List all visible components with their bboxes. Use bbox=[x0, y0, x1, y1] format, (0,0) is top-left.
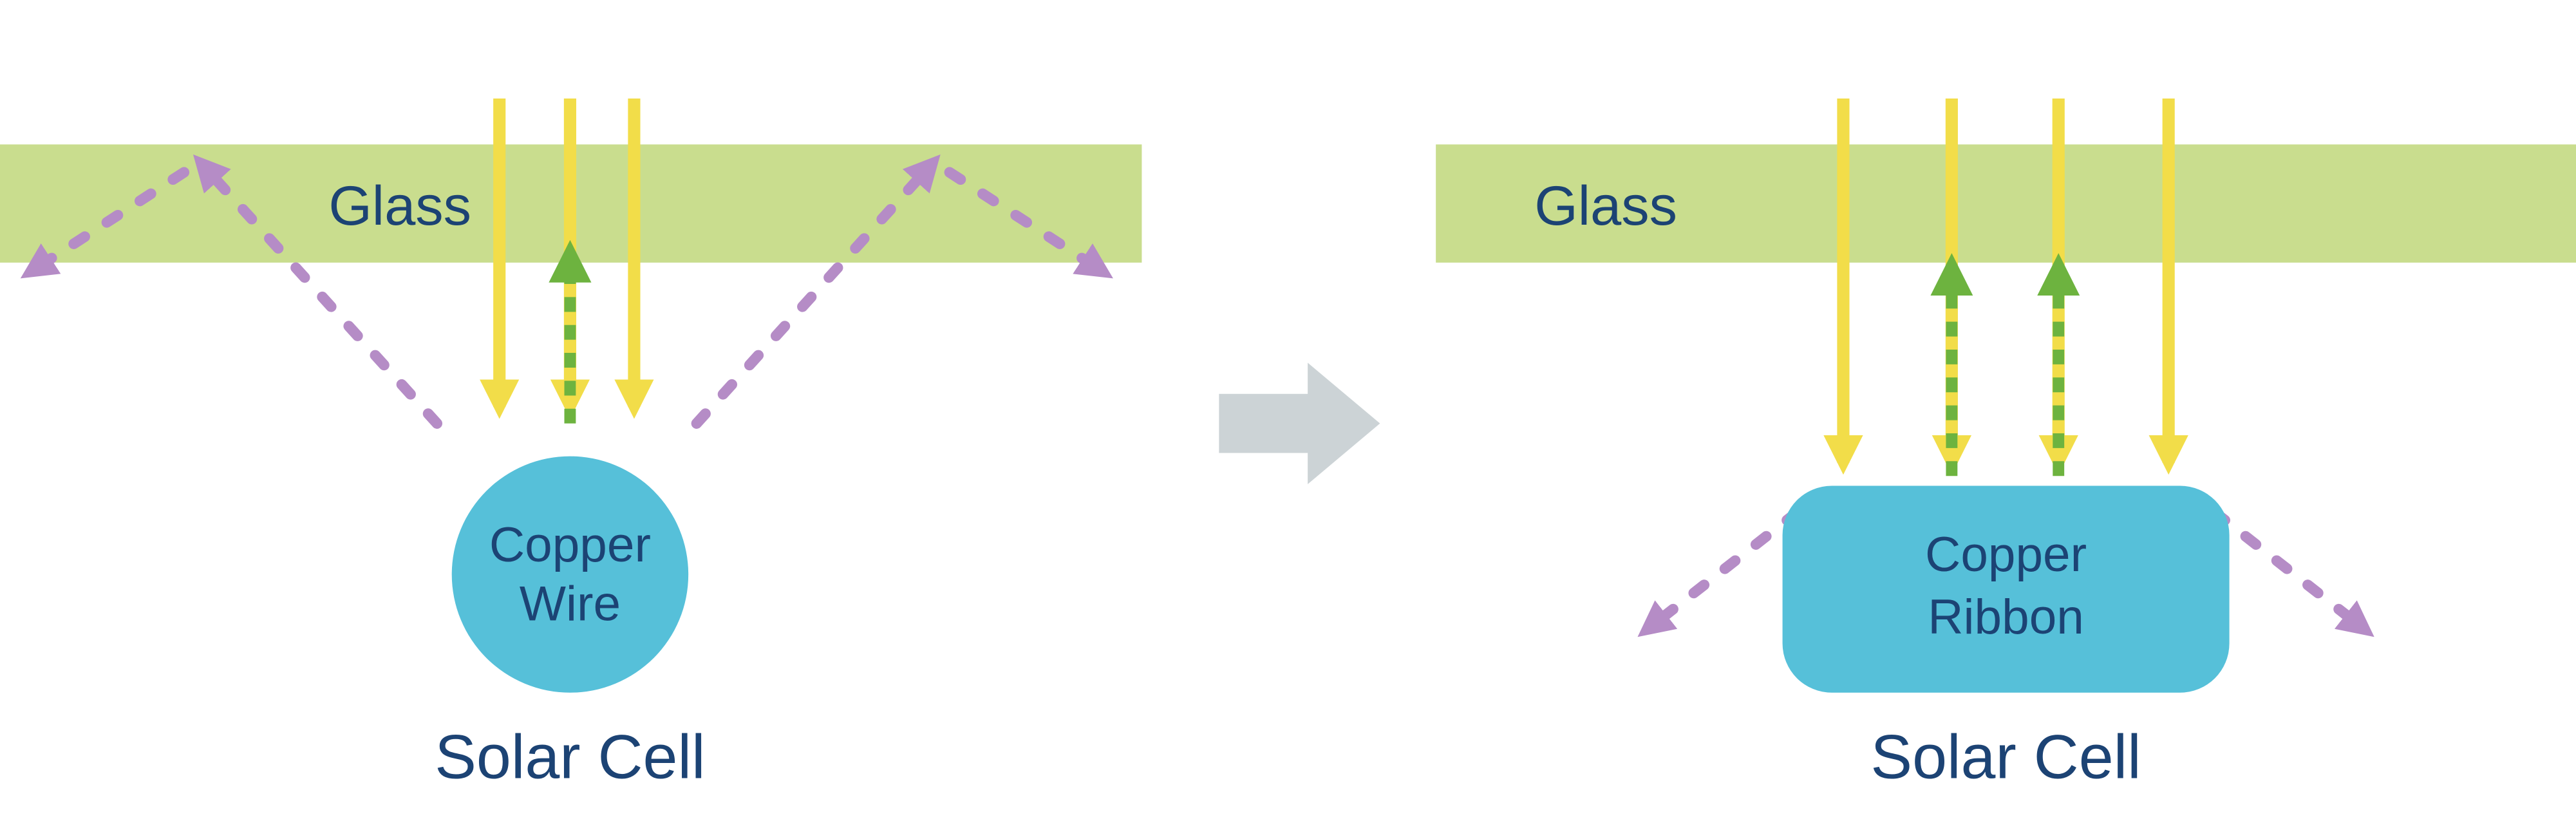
scattered-ray-down-right-icon bbox=[2209, 507, 2374, 637]
glass-label: Glass bbox=[328, 175, 471, 237]
glass-label: Glass bbox=[1534, 175, 1677, 237]
scattered-ray-down-left-icon bbox=[1637, 507, 1803, 637]
right-panel: Glass Copper Ribbon Solar Cell bbox=[1436, 98, 2576, 791]
left-panel: Glass Copper Wire Solar Cell bbox=[0, 98, 1142, 791]
copper-ribbon bbox=[1782, 485, 2230, 693]
scattered-ray-escape-left-icon bbox=[20, 167, 190, 279]
copper-ribbon-label-line1: Copper bbox=[1925, 527, 2087, 582]
transition-arrow-icon bbox=[1219, 362, 1380, 484]
copper-wire bbox=[451, 456, 689, 693]
glass-layer bbox=[1436, 144, 2576, 263]
scattered-ray-escape-right-icon bbox=[944, 167, 1113, 279]
copper-wire-label-line1: Copper bbox=[489, 518, 651, 572]
copper-wire-label-line2: Wire bbox=[520, 577, 621, 632]
scattered-ray-up-right-icon bbox=[691, 154, 941, 429]
copper-ribbon-label-line2: Ribbon bbox=[1928, 590, 2084, 645]
solar-cell-label: Solar Cell bbox=[1870, 721, 2141, 791]
solar-cell-label: Solar Cell bbox=[435, 721, 705, 791]
scattered-ray-up-left-icon bbox=[193, 154, 443, 429]
